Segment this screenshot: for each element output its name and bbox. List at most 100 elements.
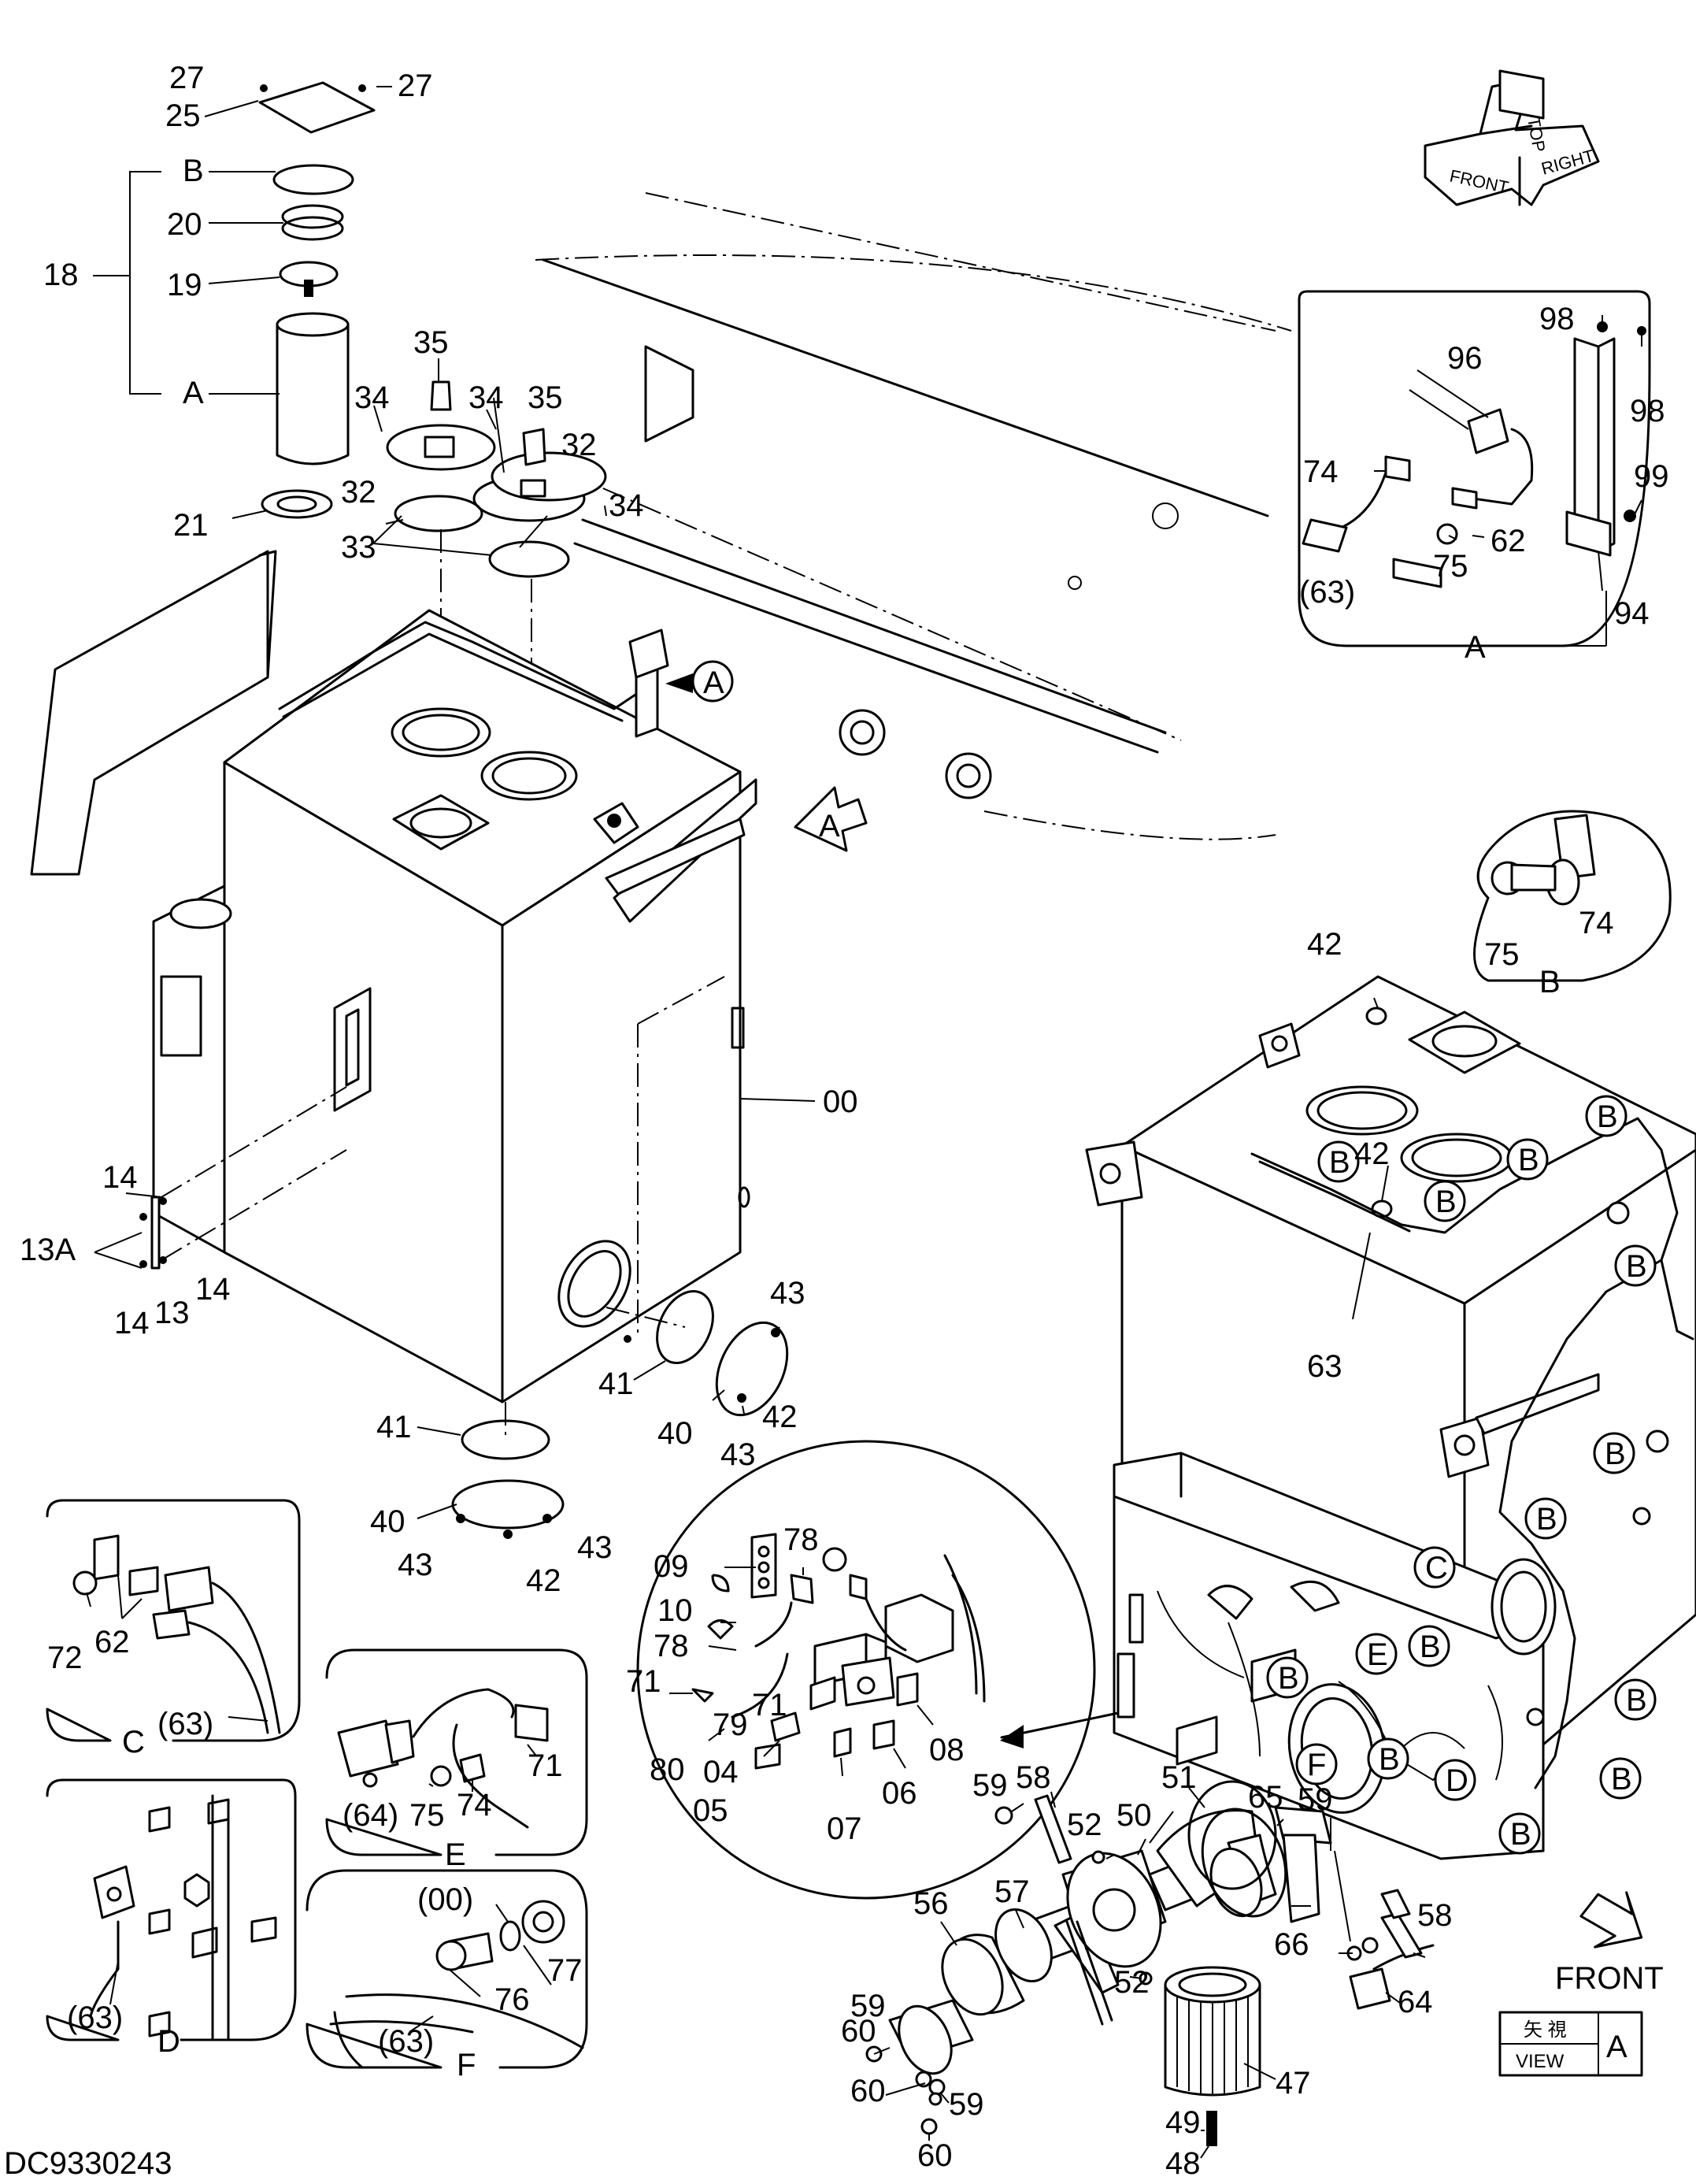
view-tag-letter: A bbox=[1606, 2030, 1627, 2064]
svg-text:F: F bbox=[1307, 1748, 1326, 1782]
label-A-bottom: A bbox=[183, 376, 204, 410]
label-75c: 75 bbox=[409, 1798, 445, 1833]
label-75b: 75 bbox=[1484, 937, 1520, 972]
label-14b: 14 bbox=[195, 1272, 231, 1307]
label-00b: (00) bbox=[417, 1882, 473, 1917]
label-51: 51 bbox=[1161, 1760, 1197, 1795]
label-14a: 14 bbox=[102, 1160, 138, 1195]
washer-21 bbox=[261, 489, 333, 519]
view-a-arrow: A bbox=[794, 786, 868, 852]
label-63a: (63) bbox=[1299, 575, 1355, 610]
svg-text:B: B bbox=[1597, 1099, 1618, 1134]
front-arrow: FRONT bbox=[1555, 1891, 1664, 1996]
svg-text:B: B bbox=[1510, 1817, 1531, 1852]
fitting-35-a bbox=[430, 380, 452, 411]
label-63e: (63) bbox=[378, 2024, 434, 2059]
label-27b: 27 bbox=[398, 69, 433, 103]
suction-pipe-assembly bbox=[865, 1780, 1435, 2159]
drawing-id: DC9330243 bbox=[4, 2146, 172, 2181]
label-50: 50 bbox=[1116, 1798, 1152, 1833]
front-arrow-label: FRONT bbox=[1555, 1961, 1664, 1996]
f-callout: F bbox=[1295, 1743, 1338, 1785]
filter-element-A bbox=[276, 323, 350, 465]
view-tag-kanji: 矢 視 bbox=[1524, 2019, 1567, 2041]
label-62a: 62 bbox=[1490, 524, 1526, 558]
top-covers-32-33 bbox=[372, 358, 607, 756]
label-43c: 43 bbox=[398, 1548, 433, 1582]
label-25: 25 bbox=[165, 98, 201, 133]
inset-b-detail bbox=[1473, 810, 1672, 982]
inset-d-detail bbox=[46, 1778, 297, 2041]
label-99: 99 bbox=[1634, 459, 1669, 494]
svg-text:A: A bbox=[703, 666, 724, 700]
label-94: 94 bbox=[1614, 596, 1650, 631]
svg-text:B: B bbox=[1420, 1630, 1441, 1664]
label-35a: 35 bbox=[413, 325, 449, 360]
e-callout: E bbox=[1355, 1633, 1398, 1675]
side-port-cover-40-41 bbox=[605, 1289, 789, 1417]
b-callouts: B B B B B B B B B B B B B bbox=[1266, 1095, 1657, 1855]
label-14c: 14 bbox=[114, 1306, 150, 1340]
label-B-top: B bbox=[183, 154, 204, 188]
label-59a: 59 bbox=[972, 1768, 1008, 1803]
label-59b: 59 bbox=[850, 1989, 886, 2023]
label-05: 05 bbox=[693, 1793, 728, 1828]
label-47: 47 bbox=[1276, 2066, 1311, 2101]
label-13A: 13A bbox=[20, 1233, 76, 1267]
label-62b: 62 bbox=[94, 1625, 130, 1659]
label-74b: 74 bbox=[1579, 906, 1614, 940]
label-48: 48 bbox=[1165, 2146, 1201, 2181]
svg-text:B: B bbox=[1605, 1437, 1626, 1471]
label-71b: 71 bbox=[752, 1688, 787, 1722]
label-57: 57 bbox=[994, 1874, 1030, 1909]
label-04: 04 bbox=[703, 1755, 739, 1789]
chassis-frame-outline bbox=[535, 192, 1292, 840]
svg-text:B: B bbox=[1379, 1742, 1400, 1777]
label-42c: 42 bbox=[1307, 927, 1342, 962]
o-ring-B bbox=[272, 164, 354, 195]
label-21: 21 bbox=[173, 508, 209, 543]
label-77: 77 bbox=[547, 1953, 583, 1988]
label-74c: 74 bbox=[457, 1788, 492, 1822]
label-34a: 34 bbox=[354, 380, 390, 415]
label-42a: 42 bbox=[762, 1400, 798, 1434]
callout-a-tank: A bbox=[665, 660, 734, 703]
label-27a: 27 bbox=[169, 61, 205, 95]
label-74a: 74 bbox=[1303, 454, 1339, 489]
label-78a: 78 bbox=[783, 1522, 819, 1557]
label-63d: (63) bbox=[67, 2000, 123, 2035]
label-66: 66 bbox=[1274, 1927, 1309, 1962]
label-58a: 58 bbox=[1016, 1760, 1051, 1795]
cover-plate-25 bbox=[258, 81, 376, 134]
svg-text:E: E bbox=[1367, 1637, 1388, 1672]
label-35b: 35 bbox=[528, 380, 563, 415]
svg-text:B: B bbox=[1626, 1683, 1647, 1718]
label-D-inset: D bbox=[157, 2024, 180, 2059]
label-43b: 43 bbox=[720, 1437, 756, 1472]
label-40b: 40 bbox=[370, 1504, 405, 1539]
label-98a: 98 bbox=[1539, 302, 1575, 336]
label-C-inset: C bbox=[122, 1725, 145, 1759]
view-tag: 矢 視 VIEW A bbox=[1498, 2011, 1643, 2077]
label-41b: 41 bbox=[376, 1410, 412, 1444]
label-F-inset: F bbox=[457, 2048, 476, 2082]
label-42d: 42 bbox=[1354, 1136, 1390, 1171]
label-79: 79 bbox=[713, 1708, 748, 1742]
label-33: 33 bbox=[341, 530, 376, 565]
circled-refs: A B B B B B B B B B B B B B C E F D bbox=[665, 660, 1657, 1855]
label-56: 56 bbox=[913, 1886, 949, 1921]
svg-text:B: B bbox=[1435, 1185, 1457, 1219]
label-07: 07 bbox=[827, 1811, 862, 1846]
label-52b: 52 bbox=[1114, 1965, 1150, 2000]
label-06: 06 bbox=[882, 1776, 917, 1811]
svg-text:B: B bbox=[1626, 1249, 1647, 1284]
label-20: 20 bbox=[167, 207, 202, 242]
label-43a: 43 bbox=[770, 1276, 805, 1311]
label-00: 00 bbox=[823, 1085, 858, 1119]
svg-text:D: D bbox=[1446, 1763, 1468, 1798]
label-52a: 52 bbox=[1067, 1808, 1102, 1842]
label-98b: 98 bbox=[1630, 394, 1665, 428]
label-32a: 32 bbox=[341, 475, 376, 510]
label-71c: 71 bbox=[528, 1748, 563, 1783]
label-19: 19 bbox=[167, 268, 202, 302]
